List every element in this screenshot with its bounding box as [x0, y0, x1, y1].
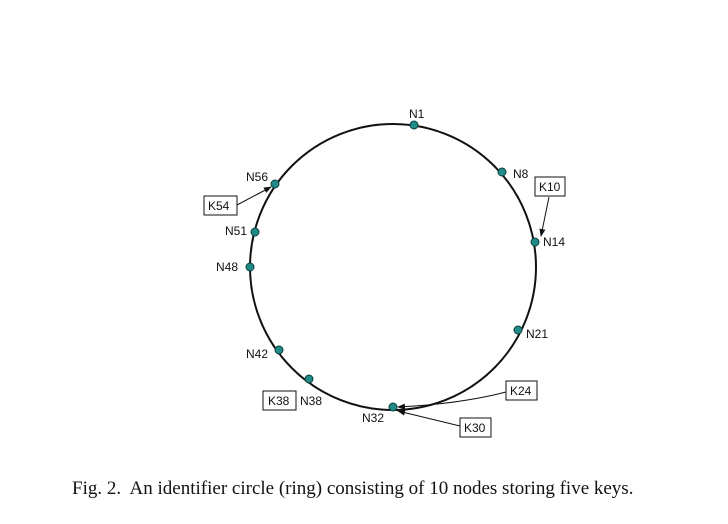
key-label-k54: K54 [208, 199, 230, 213]
identifier-ring [249, 123, 537, 411]
node-dot [388, 402, 398, 412]
node-label-n8: N8 [513, 167, 529, 181]
node-dot [304, 374, 314, 384]
key-box-k30: K30 [459, 417, 492, 438]
key-label-k24: K24 [510, 384, 532, 398]
key-k24-arrow [397, 391, 507, 410]
node-label-n14: N14 [543, 235, 565, 249]
key-box-k24: K24 [505, 380, 538, 401]
node-label-n51: N51 [225, 224, 247, 238]
node-dot [530, 237, 540, 247]
key-k54-arrow [236, 186, 272, 206]
node-dot [274, 345, 284, 355]
node-label-n1: N1 [409, 107, 425, 121]
node-label-n42: N42 [246, 347, 268, 361]
node-dot [250, 227, 260, 237]
key-k10-arrow [539, 196, 550, 237]
figure-caption: Fig. 2. An identifier circle (ring) cons… [72, 478, 633, 499]
key-box-k54: K54 [203, 195, 238, 216]
node-dot [245, 262, 255, 272]
key-box-k38: K38 [262, 390, 297, 411]
node-dot [497, 167, 507, 177]
node-dot [409, 120, 419, 130]
node-dot [513, 325, 523, 335]
node-label-n48: N48 [216, 260, 238, 274]
key-label-k30: K30 [464, 421, 486, 435]
key-k30-arrow [397, 409, 461, 427]
key-label-k10: K10 [539, 180, 561, 194]
node-label-n32: N32 [362, 411, 384, 425]
node-dot [270, 179, 280, 189]
node-label-n21: N21 [526, 327, 548, 341]
node-label-n38: N38 [300, 394, 322, 408]
key-box-k10: K10 [534, 176, 566, 197]
node-label-n56: N56 [246, 170, 268, 184]
key-label-k38: K38 [268, 394, 290, 408]
